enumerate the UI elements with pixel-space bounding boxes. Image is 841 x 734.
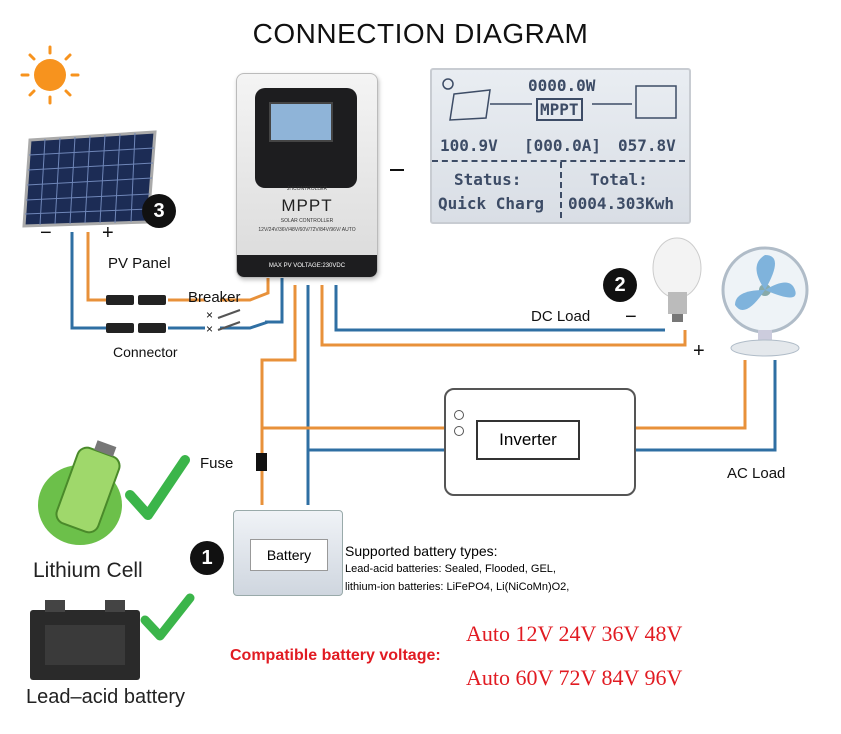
svg-text:×: × <box>206 308 213 322</box>
inverter-box: Inverter <box>444 388 636 496</box>
lcd-sun-icon <box>442 78 454 90</box>
controller-voltages: 12V/24V/36V/48V/60V/72V/84V/96V/ AUTO <box>258 227 356 233</box>
lead-acid-battery-icon <box>30 600 140 680</box>
lcd-panel-icon <box>449 89 491 121</box>
lcd-total-value: 0004.303Kwh <box>568 194 674 213</box>
dc-plus-sign: + <box>693 340 705 362</box>
ac-load-label: AC Load <box>727 465 786 482</box>
dc-minus-sign: − <box>625 306 637 328</box>
battery-box: Battery <box>233 510 343 596</box>
compatible-row-2: Auto 60V 72V 84V 96V <box>466 665 683 690</box>
controller-panel <box>255 88 357 188</box>
lcd-display: 0000.0W MPPT 100.9V [000.0A] 057.8V Stat… <box>430 68 691 224</box>
supported-line-1: Lead-acid batteries: Sealed, Flooded, GE… <box>345 563 556 575</box>
controller-maker: JHCONTROLLER <box>286 186 328 192</box>
pv-panel-label: PV Panel <box>108 255 171 272</box>
breaker-icon: × × <box>206 308 241 336</box>
lead-acid-check-icon <box>140 593 195 641</box>
breaker-positive-line <box>220 275 270 302</box>
battery-positive-wire <box>260 285 297 505</box>
svg-text:×: × <box>206 322 213 336</box>
lcd-icons <box>442 78 677 121</box>
dc-load-positive-wire <box>320 285 687 347</box>
marker-1: 1 <box>190 541 224 575</box>
fan-icon <box>721 246 809 357</box>
sun-icon <box>20 45 80 105</box>
controller-subtitle: SOLAR CONTROLLER <box>280 218 334 224</box>
dc-load-label: DC Load <box>531 308 591 325</box>
lithium-cell-icon <box>38 440 122 545</box>
pv-minus-sign: − <box>40 222 52 244</box>
controller-screen <box>269 102 333 142</box>
supported-line-2: lithium-ion batteries: LiFePO4, Li(NiCoM… <box>345 581 570 593</box>
lcd-status-value: Quick Charg <box>438 194 544 213</box>
marker-2: 2 <box>603 268 637 302</box>
solar-panel-icon <box>22 130 157 228</box>
ac-negative-wire <box>632 360 777 452</box>
supported-heading: Supported battery types: <box>345 543 498 559</box>
ac-positive-wire <box>632 360 747 430</box>
lcd-pv-voltage: 100.9V <box>440 136 498 155</box>
lcd-mode: MPPT <box>536 98 583 121</box>
mppt-controller: MPPT JHCONTROLLER SOLAR CONTROLLER 12V/2… <box>236 73 378 278</box>
lithium-cell-label: Lithium Cell <box>33 559 143 582</box>
lcd-current: [000.0A] <box>524 136 602 155</box>
lcd-power: 0000.0W <box>528 76 596 95</box>
inverter-label: Inverter <box>476 420 580 460</box>
lcd-total-label: Total: <box>590 170 648 189</box>
lcd-battery-icon <box>635 85 677 119</box>
light-bulb-icon <box>652 237 702 322</box>
page-title: CONNECTION DIAGRAM <box>252 18 589 49</box>
pv-plus-sign: + <box>102 222 114 244</box>
controller-footer: MAX PV VOLTAGE:230VDC <box>237 255 377 277</box>
fuse-label: Fuse <box>200 455 234 472</box>
compatible-row-1: Auto 12V 24V 36V 48V <box>466 621 683 646</box>
lead-acid-label: Lead–acid battery <box>26 686 186 708</box>
battery-label: Battery <box>250 539 328 571</box>
breaker-label: Breaker <box>188 289 241 306</box>
marker-3: 3 <box>142 194 176 228</box>
connector-icon <box>106 295 166 333</box>
compatible-label: Compatible battery voltage: <box>230 647 441 664</box>
dc-load-negative-wire <box>334 285 665 332</box>
fuse-icon <box>256 453 267 471</box>
connector-label: Connector <box>113 344 178 360</box>
lcd-status-label: Status: <box>454 170 522 189</box>
pv-negative-wire <box>70 232 118 330</box>
lcd-battery-voltage: 057.8V <box>618 136 676 155</box>
lithium-check-icon <box>125 455 190 520</box>
controller-brand: MPPT <box>281 196 333 215</box>
